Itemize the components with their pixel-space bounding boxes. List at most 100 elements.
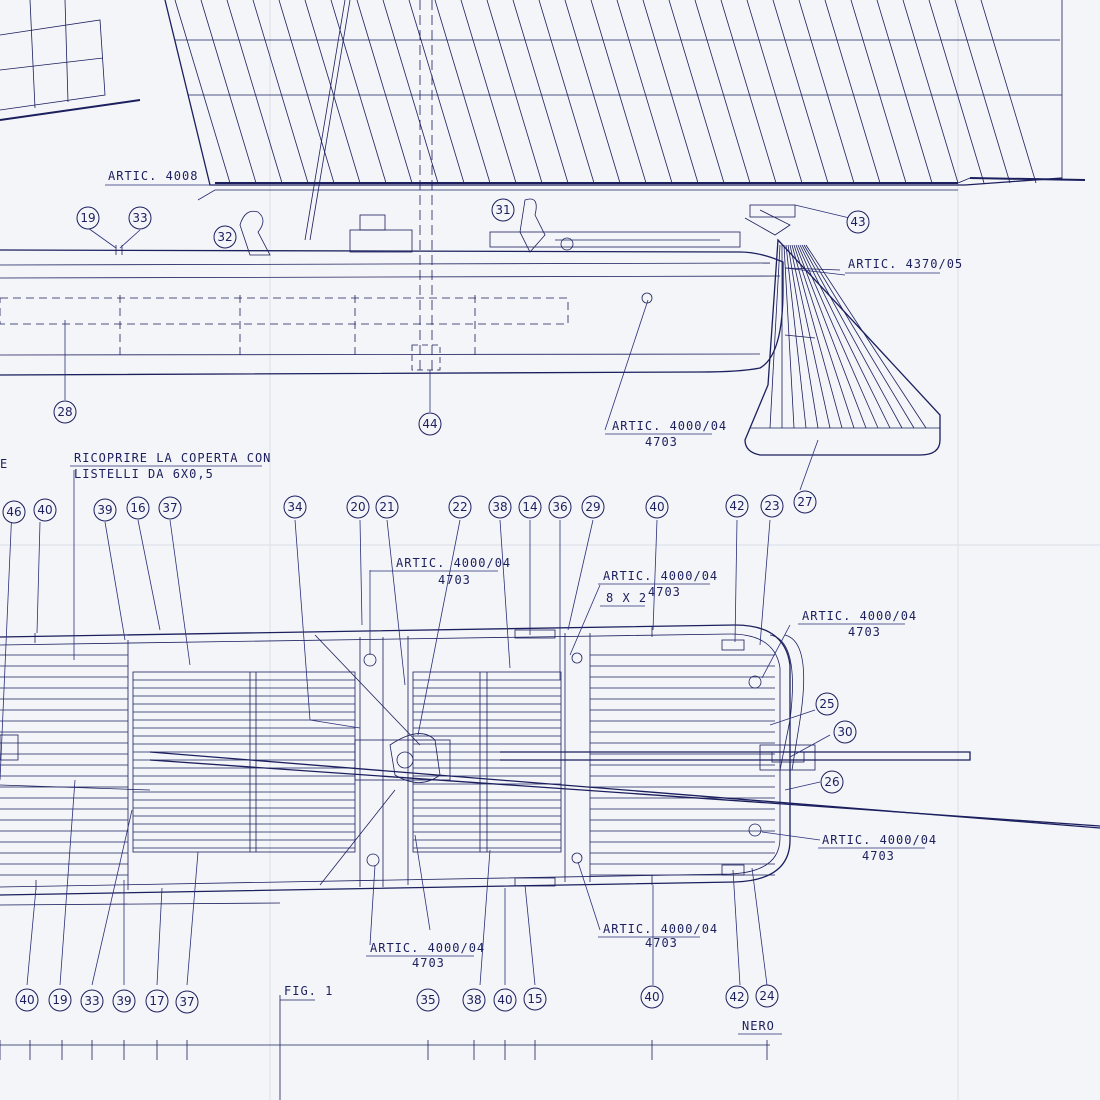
drawing-line (330, 0, 387, 184)
note-artic-e: ARTIC. 4000/04 (603, 922, 718, 936)
callout-bubble: 15 (523, 987, 547, 1011)
callout-bubble: 31 (491, 198, 515, 222)
note-code-e: 4703 (645, 936, 678, 950)
drawing-line (797, 244, 879, 429)
svg-text:37: 37 (179, 995, 194, 1009)
callout-bubble: 37 (175, 990, 199, 1014)
svg-text:29: 29 (585, 500, 600, 514)
plan-hull (0, 624, 1100, 906)
svg-text:44: 44 (422, 417, 437, 431)
callout-bubble: 22 (448, 495, 472, 519)
svg-text:40: 40 (37, 503, 52, 517)
callout-bubble: 38 (462, 988, 486, 1012)
svg-text:20: 20 (350, 500, 365, 514)
note-artic-c: ARTIC. 4000/04 (802, 609, 917, 623)
callout-bubble: 26 (820, 770, 844, 794)
drawing-line (791, 244, 843, 429)
svg-text:38: 38 (466, 993, 481, 1007)
svg-text:28: 28 (57, 405, 72, 419)
drawing-line (408, 0, 465, 184)
drawing-line (226, 0, 283, 184)
drawing-line (850, 0, 907, 184)
callout-bubble: 16 (126, 496, 150, 520)
callout-bubble: 19 (76, 206, 100, 230)
drawing-line (252, 0, 309, 184)
drawing-line (564, 0, 621, 184)
drawing-line (746, 0, 803, 184)
callout-bubble: 36 (548, 495, 572, 519)
callout-bubble: 14 (518, 495, 542, 519)
callout-bubble: 20 (346, 495, 370, 519)
callout-bubble: 25 (815, 692, 839, 716)
drawing-line (278, 0, 335, 184)
note-code-side: 4703 (645, 435, 678, 449)
note-artic-4370-05: ARTIC. 4370/05 (848, 257, 963, 271)
callout-bubble: 40 (15, 988, 39, 1012)
callout-bubble: 33 (80, 989, 104, 1013)
svg-text:36: 36 (552, 500, 567, 514)
svg-text:26: 26 (824, 775, 839, 789)
svg-text:22: 22 (452, 500, 467, 514)
svg-text:16: 16 (130, 501, 145, 515)
svg-text:21: 21 (379, 500, 394, 514)
callout-bubble: 21 (375, 495, 399, 519)
drawing-line (304, 0, 361, 184)
drawing-line (616, 0, 673, 184)
svg-text:40: 40 (497, 993, 512, 1007)
callout-bubble: 32 (213, 225, 237, 249)
callout-bubble: 39 (112, 989, 136, 1013)
note-code-d: 4703 (862, 849, 895, 863)
callout-bubble: 29 (581, 495, 605, 519)
drawing-line (590, 0, 647, 184)
svg-text:23: 23 (764, 499, 779, 513)
svg-text:35: 35 (420, 993, 435, 1007)
drawing-line (902, 0, 959, 184)
note-artic-d: ARTIC. 4000/04 (822, 833, 937, 847)
mast (304, 0, 441, 371)
svg-text:27: 27 (797, 495, 812, 509)
callout-bubble: 42 (725, 494, 749, 518)
callout-bubble: 28 (53, 400, 77, 424)
svg-text:39: 39 (97, 503, 112, 517)
fore-sail (0, 0, 141, 121)
callout-bubble: 24 (755, 984, 779, 1008)
note-artic-4008: ARTIC. 4008 (108, 169, 198, 183)
drawing-line (795, 244, 867, 429)
svg-text:19: 19 (52, 993, 67, 1007)
drawing-line (486, 0, 543, 184)
callout-bubble: 43 (846, 210, 870, 234)
note-artic-f: ARTIC. 4000/04 (370, 941, 485, 955)
drawing-line (200, 0, 257, 184)
callout-bubble: 17 (145, 989, 169, 1013)
drawing-line (694, 0, 751, 184)
drawing-line (434, 0, 491, 184)
callout-bubble: 40 (493, 988, 517, 1012)
drawing-line (668, 0, 725, 184)
note-edge-e: E (0, 457, 8, 471)
svg-text:40: 40 (19, 993, 34, 1007)
svg-text:15: 15 (527, 992, 542, 1006)
callout-bubble: 46 (2, 500, 26, 524)
drawing-line (460, 0, 517, 184)
note-8x2: 8 X 2 (606, 591, 647, 605)
callout-bubble: 34 (283, 495, 307, 519)
drawing-line (769, 244, 781, 429)
callout-bubble: 40 (645, 495, 669, 519)
svg-text:31: 31 (495, 203, 510, 217)
svg-text:46: 46 (6, 505, 21, 519)
callout-bubble: 30 (833, 720, 857, 744)
note-artic-a: ARTIC. 4000/04 (396, 556, 511, 570)
drawing-line (772, 0, 829, 184)
callout-bubble: 44 (418, 412, 442, 436)
drawing-line (798, 0, 855, 184)
svg-text:42: 42 (729, 499, 744, 513)
svg-text:25: 25 (819, 697, 834, 711)
drawing-line (793, 244, 855, 429)
note-ricoprire-1: RICOPRIRE LA COPERTA CON (74, 451, 271, 465)
svg-text:30: 30 (837, 725, 852, 739)
svg-text:14: 14 (522, 500, 537, 514)
note-fig1: FIG. 1 (284, 984, 333, 998)
callout-bubble: 39 (93, 498, 117, 522)
